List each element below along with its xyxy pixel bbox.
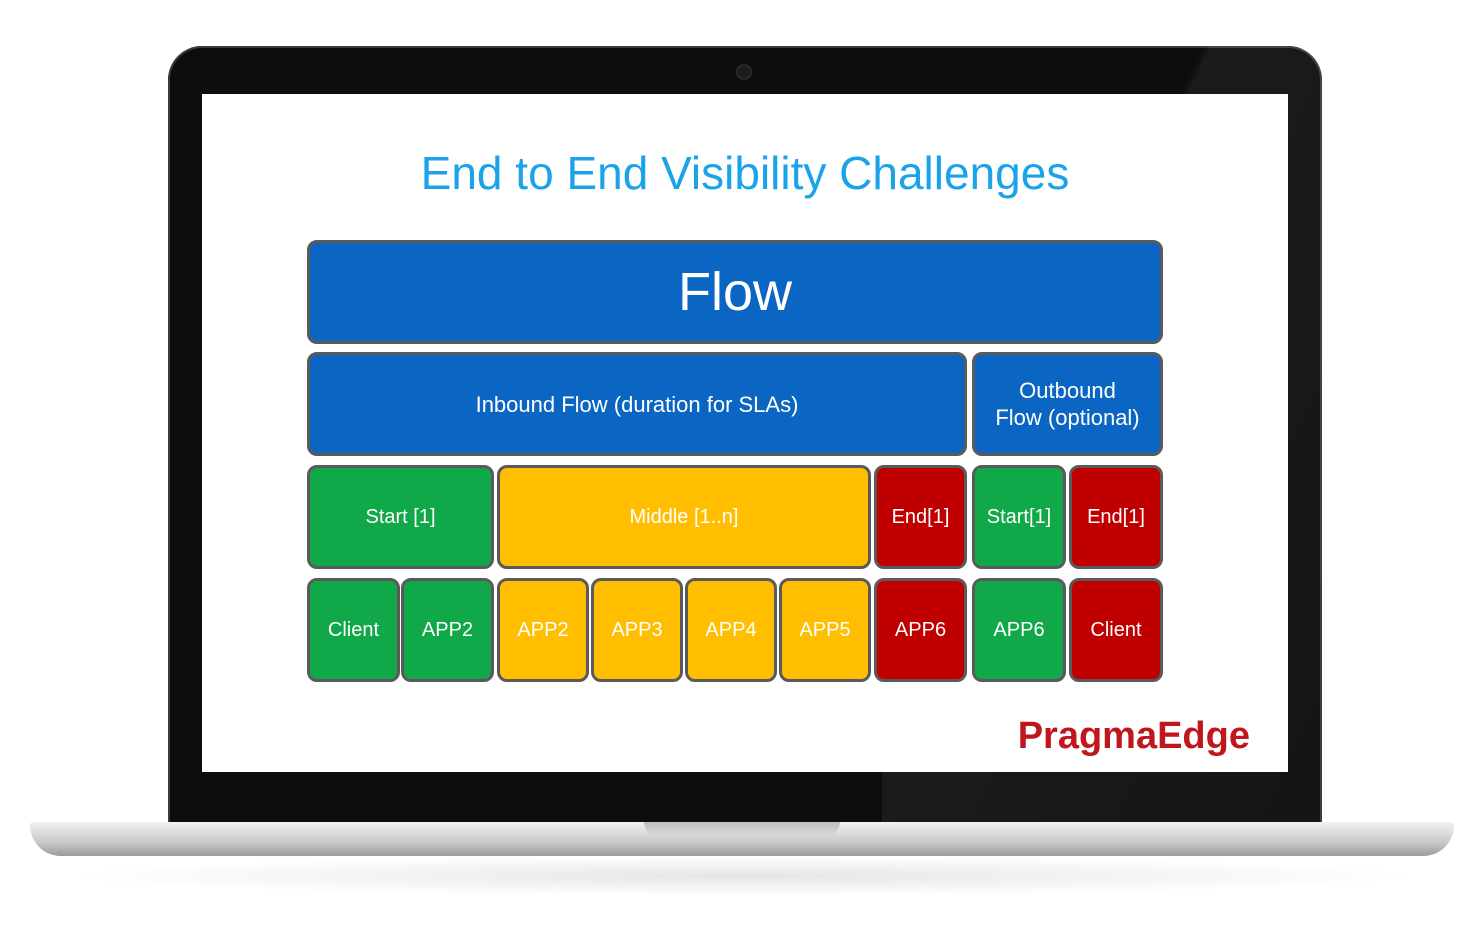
camera-icon bbox=[738, 66, 750, 78]
app-client-outbound: Client bbox=[1069, 578, 1163, 682]
flow-box: Flow bbox=[307, 240, 1163, 344]
app-app2-start: APP2 bbox=[401, 578, 494, 682]
slide-title: End to End Visibility Challenges bbox=[420, 147, 1070, 199]
outbound-flow-label-line2: Flow (optional) bbox=[995, 405, 1140, 430]
inbound-flow-label: Inbound Flow (duration for SLAs) bbox=[475, 391, 799, 417]
outbound-flow-label-line1: Outbound bbox=[1019, 378, 1116, 403]
app-app5-middle: APP5 bbox=[779, 578, 871, 682]
stage-start-inbound: Start [1] bbox=[307, 465, 494, 569]
stage-end-inbound: End[1] bbox=[874, 465, 967, 569]
stage-middle: Middle [1..n] bbox=[497, 465, 871, 569]
stage-end-outbound: End[1] bbox=[1069, 465, 1163, 569]
laptop-shadow bbox=[60, 856, 1424, 896]
app-app6-end: APP6 bbox=[874, 578, 967, 682]
laptop-screen: End to End Visibility Challenges Flow In… bbox=[202, 94, 1288, 772]
inbound-flow-box: Inbound Flow (duration for SLAs) bbox=[307, 352, 967, 456]
app-app3-middle: APP3 bbox=[591, 578, 683, 682]
outbound-flow-box: Outbound Flow (optional) bbox=[972, 352, 1163, 456]
app-app6-outbound: APP6 bbox=[972, 578, 1066, 682]
app-app2-middle: APP2 bbox=[497, 578, 589, 682]
laptop-base-notch bbox=[644, 822, 840, 836]
app-app4-middle: APP4 bbox=[685, 578, 777, 682]
stage-start-outbound: Start[1] bbox=[972, 465, 1066, 569]
app-client-start: Client bbox=[307, 578, 400, 682]
pragmaedge-logo: PragmaEdge bbox=[1017, 715, 1250, 757]
